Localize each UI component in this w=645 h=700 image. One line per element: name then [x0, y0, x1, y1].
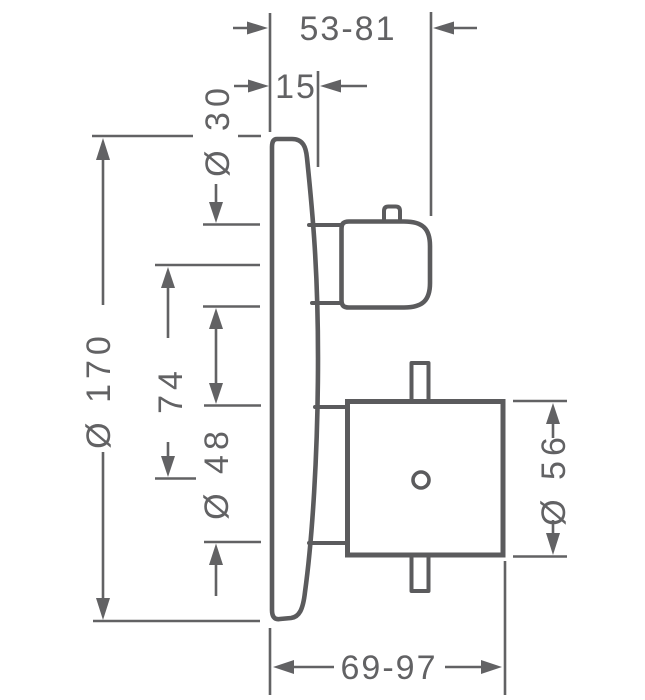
dim-plate-thickness: 15: [234, 68, 367, 167]
arrowhead: [209, 543, 223, 565]
dim-block-diameter: Ø 56: [513, 399, 573, 558]
dimension-label-projection: 53-81: [300, 10, 397, 48]
arrowhead: [433, 21, 454, 35]
dimension-label-depth: 69-97: [341, 649, 438, 687]
dimension-label-handle-diameter: Ø 30: [199, 83, 237, 177]
arrowhead: [161, 267, 175, 288]
dim-handle-diameter: Ø 30: [199, 83, 260, 383]
arrowhead: [209, 383, 223, 404]
arrowhead: [161, 456, 175, 477]
arrowhead: [546, 533, 560, 555]
arrowhead: [481, 660, 502, 674]
arrowhead: [320, 79, 341, 93]
escutcheon-plate: [269, 136, 321, 622]
arrowhead: [209, 202, 223, 223]
escutcheon-outline: [269, 136, 321, 622]
dimension-label-thickness: 15: [275, 68, 317, 106]
arrowhead: [546, 403, 560, 424]
screw-hole: [411, 470, 431, 490]
dimension-label-sleeve-diameter: Ø 48: [198, 426, 236, 520]
handle-knob: [339, 219, 433, 310]
arrowhead: [209, 308, 223, 329]
thermostat-handle: [307, 204, 433, 310]
valve-body: [307, 361, 506, 593]
dim-axis-distance: 74: [152, 263, 260, 480]
arrowhead: [247, 21, 268, 35]
arrowhead: [96, 138, 110, 160]
function-block: [345, 399, 506, 558]
dim-projection-range: 53-81: [233, 10, 477, 216]
dimension-label-block-diameter: Ø 56: [535, 432, 573, 526]
dim-sleeve-diameter: Ø 48: [198, 383, 261, 596]
dimension-label-plate-diameter: Ø 170: [80, 331, 118, 449]
arrowhead: [248, 79, 269, 93]
arrowhead: [273, 660, 294, 674]
dim-plate-diameter: Ø 170: [80, 134, 261, 623]
dimension-label-axis-distance: 74: [152, 366, 190, 414]
arrowhead: [96, 598, 110, 620]
dim-depth-range: 69-97: [268, 561, 507, 695]
